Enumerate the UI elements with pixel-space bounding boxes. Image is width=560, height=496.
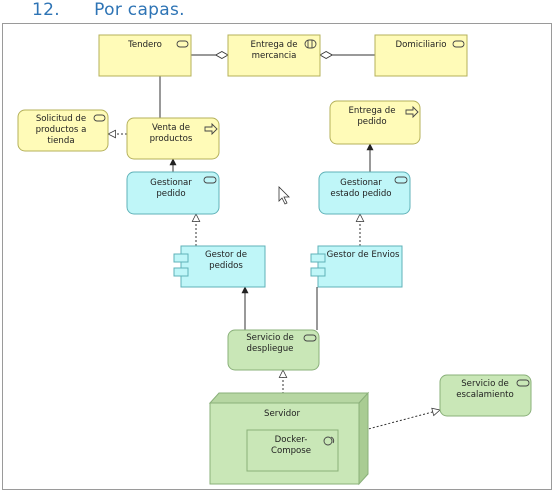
mouse-cursor-icon	[278, 186, 290, 205]
business-service-icon	[93, 114, 106, 122]
business-actor-icon	[452, 40, 465, 48]
gestionar-estado-box[interactable]	[318, 171, 411, 215]
section-heading: 12. Por capas.	[32, 0, 185, 20]
servicio-escalamiento-box[interactable]	[439, 374, 532, 417]
gestor-envios-label: Gestor de Envios	[326, 250, 400, 260]
technology-service-icon	[303, 334, 317, 342]
technology-service-icon	[516, 379, 530, 387]
docker-compose-box[interactable]	[246, 429, 339, 472]
gestor-pedidos-label: Gestor de pedidos	[204, 250, 248, 271]
heading-text: Por capas.	[94, 0, 185, 20]
entrega-mercancia-label: Entrega de mercancia	[250, 40, 298, 61]
system-software-icon	[323, 436, 335, 446]
heading-number: 12.	[32, 0, 60, 20]
application-service-icon	[203, 176, 217, 184]
application-service-icon	[394, 176, 408, 184]
servicio-escalamiento-label: Servicio de escalamiento	[456, 379, 514, 400]
diagram-frame	[2, 23, 552, 490]
process-arrow-icon	[204, 122, 218, 136]
entrega-mercancia-box[interactable]	[227, 34, 321, 77]
solicitud-productos-label: Solicitud de productos a tienda	[35, 114, 87, 146]
servicio-despliegue-label: Servicio de despliegue	[246, 333, 294, 354]
gestionar-estado-label: Gestionar estado pedido	[330, 178, 392, 199]
venta-productos-box[interactable]	[126, 117, 220, 160]
solicitud-productos-box[interactable]	[17, 109, 109, 152]
domiciliario-label: Domiciliario	[395, 40, 447, 50]
process-arrow-icon	[405, 105, 419, 119]
gestionar-pedido-label: Gestionar pedido	[150, 178, 192, 199]
docker-compose-label: Docker- Compose	[270, 435, 312, 456]
tendero-label: Tendero	[128, 40, 162, 50]
tendero-box[interactable]	[98, 34, 192, 77]
gestionar-pedido-box[interactable]	[126, 171, 220, 215]
entrega-pedido-label: Entrega de pedido	[348, 106, 396, 127]
business-actor-icon	[176, 40, 189, 48]
entrega-pedido-box[interactable]	[329, 100, 421, 145]
servicio-despliegue-box[interactable]	[227, 329, 320, 371]
gestor-envios-component[interactable]	[310, 245, 403, 288]
domiciliario-box[interactable]	[374, 34, 468, 77]
gestor-pedidos-component[interactable]	[173, 245, 266, 288]
servidor-label: Servidor	[264, 409, 300, 419]
venta-productos-label: Venta de productos	[149, 123, 193, 144]
business-role-icon	[304, 39, 317, 49]
